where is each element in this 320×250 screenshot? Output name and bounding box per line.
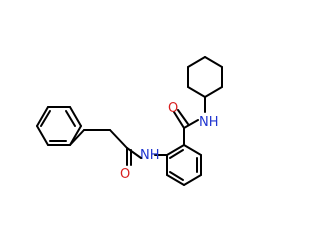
bond bbox=[36, 106, 49, 127]
bond bbox=[204, 56, 223, 68]
cyclohexyl-ring bbox=[187, 56, 223, 98]
bond bbox=[173, 111, 185, 129]
bond bbox=[166, 144, 185, 156]
bond bbox=[183, 119, 199, 129]
bond bbox=[169, 149, 184, 159]
bond bbox=[36, 125, 49, 146]
bond bbox=[65, 110, 76, 127]
bond bbox=[204, 86, 223, 98]
bond bbox=[40, 110, 51, 127]
central-benzene-ring bbox=[166, 144, 202, 186]
structure-canvas: NH O NH O bbox=[36, 56, 223, 186]
phenyl-ring bbox=[36, 106, 82, 146]
bond bbox=[69, 106, 82, 127]
bond bbox=[183, 174, 202, 186]
bond bbox=[109, 129, 128, 149]
bond bbox=[166, 174, 185, 186]
bond bbox=[69, 125, 82, 146]
bond bbox=[183, 144, 202, 156]
carbonyl-oxygen-label: O bbox=[168, 101, 178, 116]
carbonyl-oxygen-label: O bbox=[120, 167, 130, 182]
amide-nitrogen-label: NH bbox=[140, 148, 160, 163]
bond bbox=[126, 147, 142, 159]
bond bbox=[187, 56, 206, 68]
bond bbox=[169, 171, 184, 181]
bond bbox=[177, 109, 189, 125]
bond bbox=[187, 86, 206, 98]
amide-nitrogen-label: NH bbox=[199, 115, 219, 130]
molecule-structure: NH O NH O bbox=[36, 56, 223, 186]
